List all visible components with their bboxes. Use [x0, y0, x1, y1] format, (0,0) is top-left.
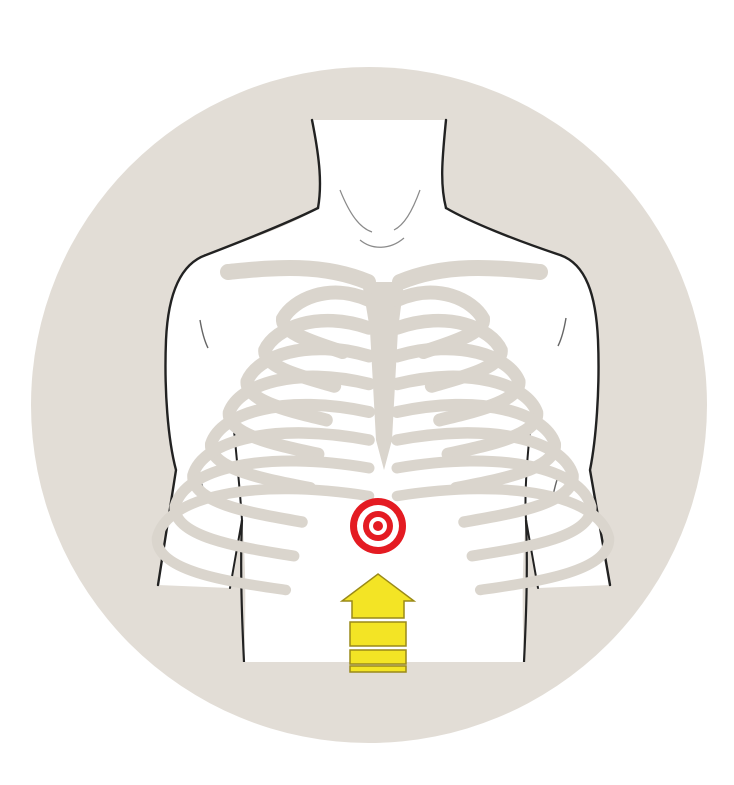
arrow-segment-1	[350, 622, 406, 646]
target-center-dot	[373, 521, 383, 531]
arrow-segment-3	[350, 666, 406, 672]
bullseye-target-icon	[350, 498, 406, 554]
arrow-segment-2	[350, 650, 406, 664]
